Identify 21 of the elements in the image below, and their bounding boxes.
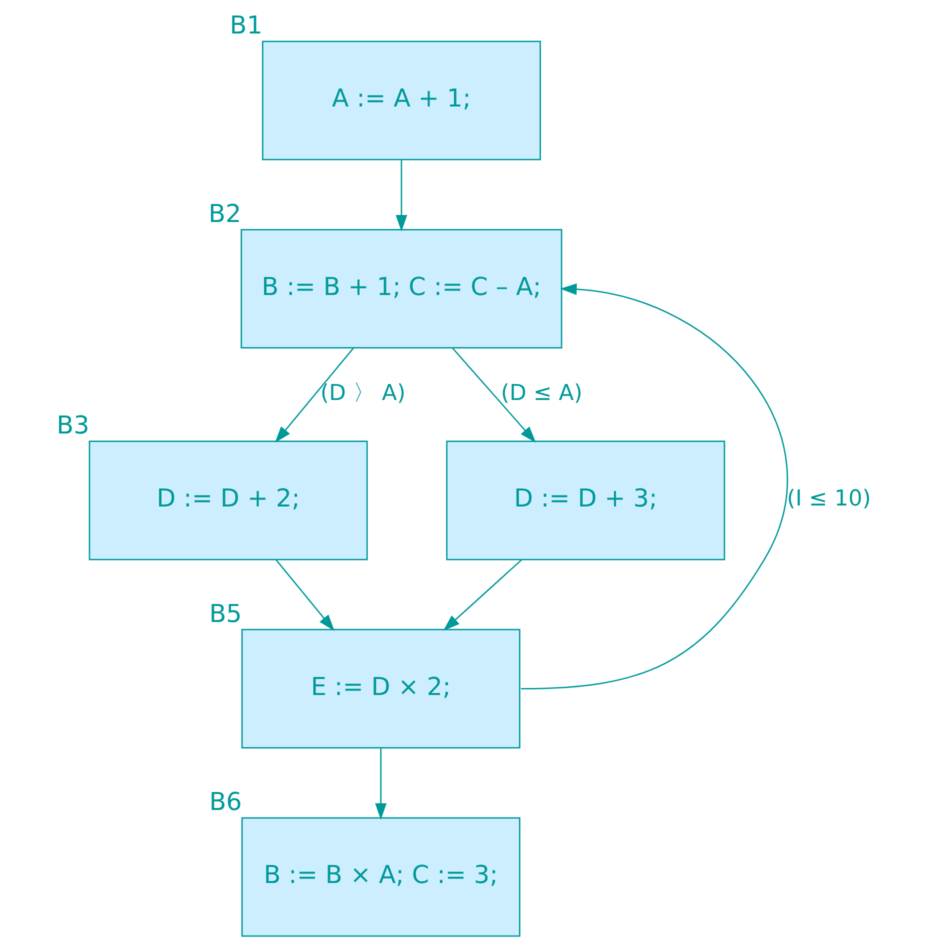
node-box: D := D + 2; (88, 440, 368, 560)
arrow (275, 560, 334, 631)
edge-label: (D ≤ A) (500, 380, 582, 406)
node-label: B5 (208, 598, 242, 628)
node-box: D := D + 3; (446, 440, 725, 560)
node-box: E := D × 2; (240, 628, 520, 748)
arrow (374, 748, 386, 820)
arrow (520, 283, 787, 690)
node-label: B2 (208, 198, 241, 228)
node-label: B3 (56, 410, 89, 440)
arrow (274, 348, 354, 443)
node-box: B := B × A; C := 3; (240, 817, 520, 937)
arrow (452, 348, 536, 443)
edge-label: (I ≤ 10) (786, 486, 870, 512)
node-label: B6 (208, 787, 242, 816)
node-box: A := A + 1; (261, 40, 540, 160)
arrow (442, 559, 522, 631)
node-label: B1 (229, 10, 262, 40)
edge-label: (D 〉 A) (320, 380, 406, 406)
node-box: B := B + 1; C := C – A; (240, 228, 562, 349)
arrow (395, 160, 407, 232)
